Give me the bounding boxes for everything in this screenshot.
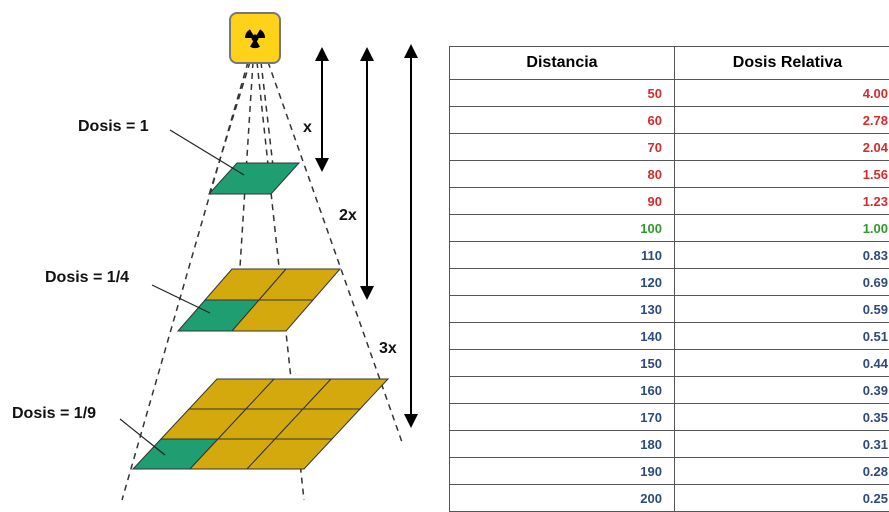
plane-1 [207, 162, 301, 195]
dose-quarter-label: Dosis = 1/4 [45, 269, 129, 286]
distance-cell: 100 [449, 214, 675, 242]
distance-cell: 50 [449, 79, 675, 107]
distance-cell: 150 [449, 349, 675, 377]
dose-cell: 1.23 [674, 187, 889, 215]
dose-1-label: Dosis = 1 [78, 118, 149, 135]
radiation-source [229, 12, 281, 64]
distance-cell: 160 [449, 376, 675, 404]
distance-cell: 90 [449, 187, 675, 215]
dose-cell: 0.69 [674, 268, 889, 296]
dist-x-label: x [303, 119, 312, 136]
dist-3x-label: 3x [379, 340, 397, 357]
dose-cell: 0.59 [674, 295, 889, 323]
radiation-trefoil-icon [244, 29, 266, 49]
header-distance: Distancia [449, 46, 675, 80]
dose-cell: 0.83 [674, 241, 889, 269]
inverse-square-diagram: Dosis = 1 Dosis = 1/4 Dosis = 1/9 x 2x 3… [12, 12, 418, 501]
dose-cell: 0.28 [674, 457, 889, 485]
dose-cell: 0.39 [674, 376, 889, 404]
dose-cell: 1.00 [674, 214, 889, 242]
plane-2 [176, 268, 342, 332]
distance-cell: 110 [449, 241, 675, 269]
distance-arrows [315, 44, 418, 428]
dose-cell: 2.04 [674, 133, 889, 161]
distance-cell: 80 [449, 160, 675, 188]
distance-cell: 60 [449, 106, 675, 134]
distance-cell: 200 [449, 484, 675, 512]
dist-2x-label: 2x [339, 207, 357, 224]
dose-cell: 0.51 [674, 322, 889, 350]
distance-cell: 120 [449, 268, 675, 296]
dose-cell: 0.25 [674, 484, 889, 512]
dose-cell: 4.00 [674, 79, 889, 107]
distance-cell: 140 [449, 322, 675, 350]
dose-ninth-label: Dosis = 1/9 [12, 405, 96, 422]
leader-lines [119, 129, 245, 456]
distance-cell: 190 [449, 457, 675, 485]
dose-cell: 0.31 [674, 430, 889, 458]
dose-cell: 1.56 [674, 160, 889, 188]
plane-3 [131, 378, 390, 470]
dose-cell: 0.35 [674, 403, 889, 431]
table-header-row: Distancia Dosis Relativa [449, 46, 889, 80]
dose-cell: 0.44 [674, 349, 889, 377]
header-relative-dose: Dosis Relativa [674, 46, 889, 80]
distance-cell: 170 [449, 403, 675, 431]
distance-cell: 70 [449, 133, 675, 161]
distance-cell: 130 [449, 295, 675, 323]
distance-cell: 180 [449, 430, 675, 458]
dose-cell: 2.78 [674, 106, 889, 134]
